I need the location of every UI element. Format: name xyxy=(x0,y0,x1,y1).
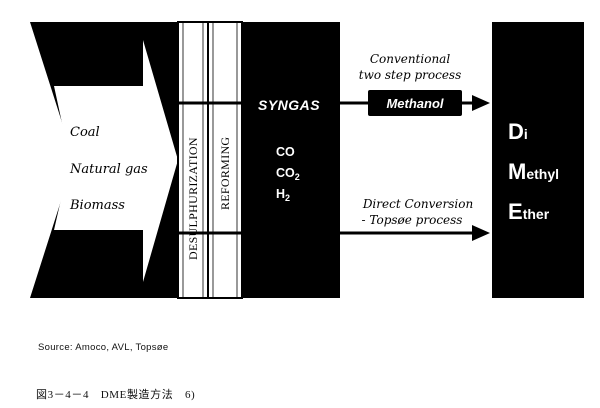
figure-caption: 図3－4－4 DME製造方法 6) xyxy=(36,389,196,401)
syngas-co: CO xyxy=(276,145,295,159)
conventional-label-line1: Conventional xyxy=(370,52,451,66)
source-note: Source: Amoco, AVL, Topsøe xyxy=(38,342,169,353)
dme-line-ether: Ether xyxy=(508,199,550,224)
dme-line-di: Di xyxy=(508,119,528,144)
feedstock-biomass: Biomass xyxy=(69,198,125,213)
desulphurization-label: DESULPHURIZATION xyxy=(186,137,200,260)
syngas-block xyxy=(242,22,340,298)
dme-process-diagram: Methanol Coal Natural gas Biomass DESULP… xyxy=(30,21,584,299)
feedstock-natural-gas: Natural gas xyxy=(69,162,148,177)
feedstock-arrow xyxy=(54,40,178,282)
methanol-label: Methanol xyxy=(386,96,443,111)
reforming-label: REFORMING xyxy=(218,137,232,210)
feedstock-coal: Coal xyxy=(70,125,100,140)
syngas-h2: H2 xyxy=(276,187,290,203)
syngas-title: SYNGAS xyxy=(258,97,320,113)
reforming-column xyxy=(207,21,243,299)
dme-block xyxy=(492,22,584,298)
direct-arrowhead xyxy=(472,225,490,241)
methanol-box xyxy=(368,90,462,116)
syngas-co2: CO2 xyxy=(276,166,300,182)
direct-label-line2: - Topsøe process xyxy=(362,213,463,227)
direct-label-line1: Direct Conversion xyxy=(362,197,473,211)
dme-line-methyl: Methyl xyxy=(508,159,559,184)
conventional-label-line2: two step process xyxy=(359,68,462,82)
conventional-arrowhead xyxy=(472,95,490,111)
